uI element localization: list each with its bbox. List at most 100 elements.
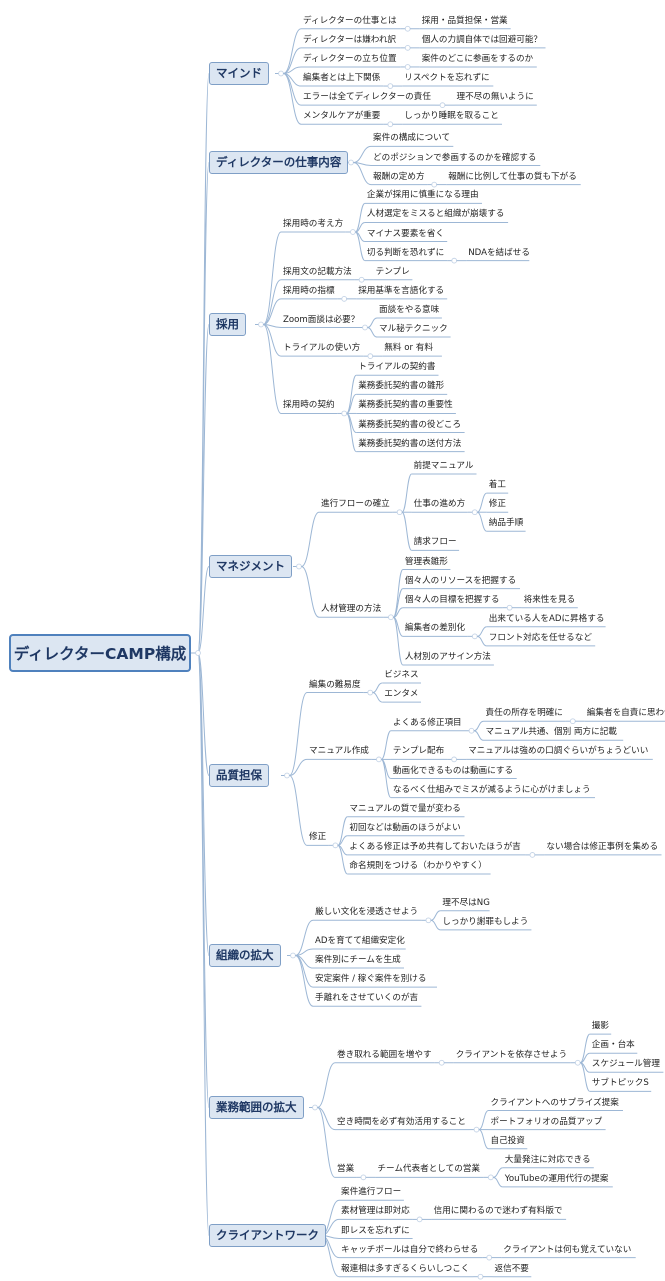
topic-node[interactable]: 切る判断を恐れずに bbox=[366, 247, 445, 258]
category-node[interactable]: 組織の拡大 bbox=[209, 944, 281, 967]
topic-node[interactable]: クライアントは何も覚えていない bbox=[503, 1244, 632, 1255]
topic-node[interactable]: 命名規則をつける（わかりやすく） bbox=[349, 861, 487, 871]
topic-node[interactable]: キャッチボールは自分で終わらせる bbox=[341, 1244, 479, 1255]
topic-node[interactable]: 理不尽はNG bbox=[442, 897, 490, 908]
topic-node[interactable]: フロント対応を任せるなど bbox=[488, 632, 592, 643]
topic-node[interactable]: 業務委託契約書の役どころ bbox=[358, 419, 462, 430]
topic-node[interactable]: NDAを結ばせる bbox=[468, 247, 530, 258]
topic-node[interactable]: 着工 bbox=[488, 480, 506, 491]
topic-node[interactable]: 業務委託契約書の雛形 bbox=[358, 381, 445, 392]
topic-node[interactable]: リスペクトを忘れずに bbox=[404, 73, 490, 84]
topic-node[interactable]: 採用時の契約 bbox=[283, 400, 335, 411]
topic-node[interactable]: 進行フローの確立 bbox=[321, 499, 390, 510]
topic-node[interactable]: ディレクターの仕事とは bbox=[303, 15, 397, 26]
topic-node[interactable]: 案件の構成について bbox=[373, 133, 451, 144]
topic-node[interactable]: 採用・品質担保・営業 bbox=[421, 15, 508, 26]
topic-node[interactable]: ADを育てて組織安定化 bbox=[315, 935, 405, 946]
topic-node[interactable]: 企業が採用に慎重になる理由 bbox=[366, 190, 479, 201]
topic-node[interactable]: 報連相は多すぎるくらいしつこく bbox=[341, 1263, 470, 1274]
topic-node[interactable]: 採用時の考え方 bbox=[283, 219, 344, 229]
topic-node[interactable]: 納品手順 bbox=[488, 518, 524, 529]
root-node[interactable]: ディレクターCAMP構成 bbox=[9, 634, 191, 672]
topic-node[interactable]: 報酬に比例して仕事の質も下がる bbox=[448, 171, 577, 182]
topic-node[interactable]: 信用に関わるので迷わず有料版で bbox=[433, 1206, 563, 1217]
topic-node[interactable]: マニュアル共通、個別 両方に記載 bbox=[485, 727, 617, 738]
topic-node[interactable]: 採用基準を言語化する bbox=[358, 285, 445, 296]
topic-node[interactable]: Zoom面談は必要？ bbox=[283, 314, 360, 325]
topic-node[interactable]: 営業 bbox=[337, 1164, 355, 1175]
topic-node[interactable]: メンタルケアが重要 bbox=[303, 111, 381, 122]
topic-node[interactable]: 編集者とは上下関係 bbox=[303, 73, 381, 84]
category-node[interactable]: クライアントワーク bbox=[209, 1224, 327, 1247]
topic-node[interactable]: マイナス要素を省く bbox=[366, 228, 445, 239]
topic-node[interactable]: 面談をやる意味 bbox=[379, 304, 440, 315]
topic-node[interactable]: 初回などは動画のほうがよい bbox=[349, 822, 461, 833]
topic-node[interactable]: 出来ている人をADに昇格する bbox=[488, 613, 605, 624]
topic-node[interactable]: 大量発注に対応できる bbox=[504, 1154, 591, 1165]
topic-node[interactable]: なるべく仕組みでミスが減るように心がけましょう bbox=[392, 784, 591, 795]
topic-node[interactable]: 編集者を自責に思わせる bbox=[586, 708, 665, 719]
topic-node[interactable]: 編集の難易度 bbox=[309, 679, 361, 690]
topic-node[interactable]: 採用文の記載方法 bbox=[283, 266, 352, 277]
topic-node[interactable]: 仕事の進め方 bbox=[413, 499, 466, 510]
topic-node[interactable]: 請求フロー bbox=[413, 537, 457, 548]
category-node[interactable]: 品質担保 bbox=[209, 764, 269, 787]
topic-node[interactable]: 企画・台本 bbox=[591, 1040, 635, 1051]
topic-node[interactable]: 編集者の差別化 bbox=[404, 623, 466, 634]
topic-node[interactable]: サブトピックS bbox=[591, 1078, 649, 1089]
topic-node[interactable]: 動画化できるものは動画にする bbox=[392, 765, 514, 776]
topic-node[interactable]: 個人の力調自体では回避可能？ bbox=[421, 34, 543, 45]
topic-node[interactable]: マニュアルは強めの口調ぐらいがちょうどいい bbox=[468, 746, 649, 757]
topic-node[interactable]: トライアルの契約書 bbox=[358, 362, 436, 373]
topic-node[interactable]: マニュアルの質で量が変わる bbox=[349, 803, 461, 814]
category-node[interactable]: 業務範囲の拡大 bbox=[209, 1096, 304, 1119]
topic-node[interactable]: 即レスを忘れずに bbox=[341, 1225, 410, 1236]
topic-node[interactable]: ない場合は修正事例を集める bbox=[546, 841, 659, 852]
topic-node[interactable]: 巻き取れる範囲を増やす bbox=[337, 1049, 432, 1060]
topic-node[interactable]: 採用時の指標 bbox=[283, 285, 335, 296]
topic-node[interactable]: 無料 or 有料 bbox=[384, 343, 433, 354]
topic-node[interactable]: しっかり謝罪もしよう bbox=[442, 916, 529, 927]
category-node[interactable]: ディレクターの仕事内容 bbox=[209, 151, 349, 174]
topic-node[interactable]: 修正 bbox=[309, 832, 327, 843]
topic-node[interactable]: 案件のどこに参画をするのか bbox=[421, 53, 534, 64]
topic-node[interactable]: どのポジションで参画するのかを確認する bbox=[373, 152, 537, 163]
topic-node[interactable]: マニュアル作成 bbox=[309, 746, 369, 757]
topic-node[interactable]: 報酬の定め方 bbox=[373, 171, 425, 182]
topic-node[interactable]: 個々人の目標を把握する bbox=[404, 594, 500, 605]
topic-node[interactable]: 案件別にチームを生成 bbox=[315, 955, 401, 966]
topic-node[interactable]: テンプレ bbox=[375, 266, 410, 277]
topic-node[interactable]: エンタメ bbox=[384, 689, 419, 700]
topic-node[interactable]: エラーは全てディレクターの責任 bbox=[303, 92, 431, 103]
topic-node[interactable]: 人材別のアサイン方法 bbox=[404, 652, 491, 662]
topic-node[interactable]: 空き時間を必ず有効活用すること bbox=[337, 1116, 466, 1127]
topic-node[interactable]: スケジュール管理 bbox=[591, 1059, 660, 1070]
topic-node[interactable]: ビジネス bbox=[384, 670, 419, 680]
topic-node[interactable]: YouTubeの運用代行の提案 bbox=[504, 1173, 609, 1184]
topic-node[interactable]: 返信不要 bbox=[494, 1263, 529, 1274]
topic-node[interactable]: テンプレ配布 bbox=[392, 746, 445, 757]
topic-node[interactable]: マル秘テクニック bbox=[379, 324, 448, 335]
topic-node[interactable]: 将来性を見る bbox=[523, 594, 576, 605]
topic-node[interactable]: 業務委託契約書の送付方法 bbox=[358, 438, 462, 449]
topic-node[interactable]: 修正 bbox=[488, 499, 506, 510]
topic-node[interactable]: 案件進行フロー bbox=[341, 1187, 402, 1198]
topic-node[interactable]: 前提マニュアル bbox=[413, 461, 474, 471]
category-node[interactable]: マインド bbox=[209, 62, 269, 85]
topic-node[interactable]: 素材管理は即対応 bbox=[341, 1206, 410, 1217]
topic-node[interactable]: 理不尽の無いように bbox=[456, 92, 534, 103]
topic-node[interactable]: よくある修正項目 bbox=[392, 717, 462, 728]
topic-node[interactable]: チーム代表者としての営業 bbox=[377, 1164, 481, 1175]
topic-node[interactable]: 管理表雛形 bbox=[404, 556, 448, 567]
topic-node[interactable]: 人材選定をミスると組織が崩壊する bbox=[366, 209, 505, 220]
topic-node[interactable]: 厳しい文化を浸透させよう bbox=[315, 907, 419, 918]
topic-node[interactable]: トライアルの使い方 bbox=[283, 343, 361, 354]
topic-node[interactable]: 個々人のリソースを把握する bbox=[404, 575, 517, 586]
topic-node[interactable]: しっかり睡眠を取ること bbox=[404, 111, 499, 122]
category-node[interactable]: マネジメント bbox=[209, 555, 292, 578]
topic-node[interactable]: 安定案件 / 稼ぐ案件を別ける bbox=[315, 974, 427, 985]
category-node[interactable]: 採用 bbox=[209, 313, 246, 336]
topic-node[interactable]: 自己投資 bbox=[490, 1135, 525, 1146]
topic-node[interactable]: 責任の所存を明確に bbox=[485, 708, 563, 719]
topic-node[interactable]: よくある修正は予め共有しておいたほうが吉 bbox=[349, 841, 521, 852]
